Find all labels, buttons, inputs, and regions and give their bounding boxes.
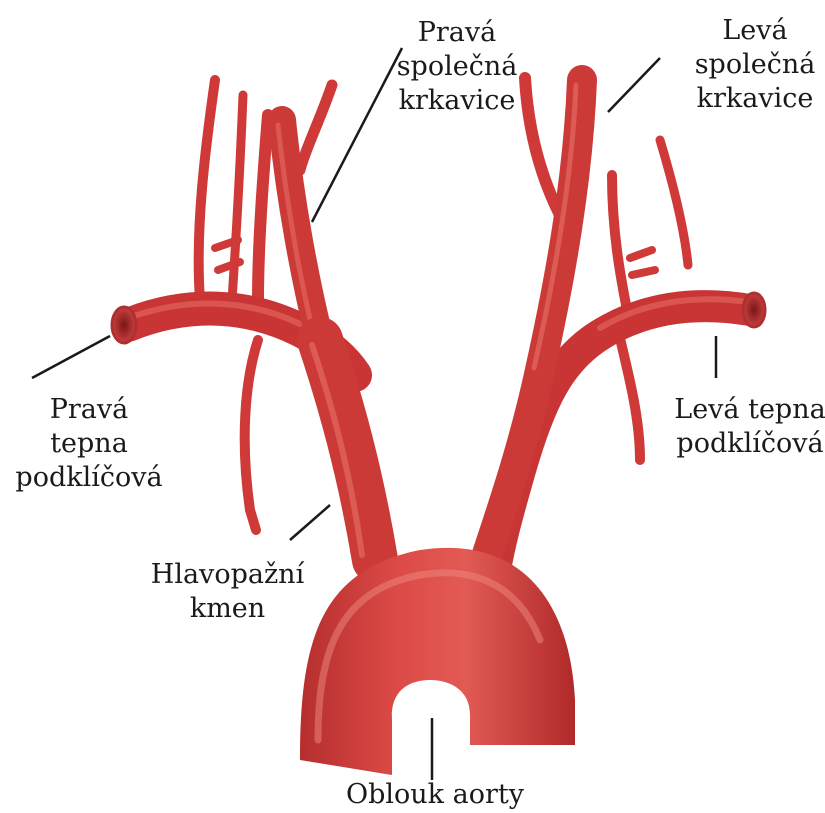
label-line: Pravá	[392, 16, 522, 50]
right-subclavian-lumen	[112, 307, 136, 343]
label-line: tepna	[4, 427, 174, 461]
left-subclavian-lumen	[743, 293, 765, 327]
leader-left-common-carotid	[608, 58, 660, 112]
label-line: Hlavopažní	[140, 558, 315, 592]
vessels	[112, 78, 765, 775]
label-line: kmen	[140, 592, 315, 626]
label-line: společná	[690, 48, 820, 82]
label-line: krkavice	[690, 82, 820, 116]
label-right-common-carotid: Pravá společná krkavice	[392, 16, 522, 118]
label-left-common-carotid: Levá společná krkavice	[690, 14, 820, 116]
label-line: krkavice	[392, 84, 522, 118]
label-line: Pravá	[4, 393, 174, 427]
label-line: podklíčová	[670, 427, 825, 461]
label-right-subclavian: Pravá tepna podklíčová	[4, 393, 174, 495]
label-aortic-arch: Oblouk aorty	[335, 778, 535, 812]
aortic-arch-vessel	[300, 548, 575, 775]
label-line: Levá	[690, 14, 820, 48]
label-left-subclavian: Levá tepna podklíčová	[670, 393, 825, 461]
leader-right-common-carotid	[312, 48, 402, 222]
label-line: Oblouk aorty	[335, 778, 535, 812]
leader-brachiocephalic-trunk	[290, 505, 330, 540]
leader-right-subclavian	[32, 336, 110, 378]
label-line: společná	[392, 50, 522, 84]
label-brachiocephalic-trunk: Hlavopažní kmen	[140, 558, 315, 626]
label-line: Levá tepna	[670, 393, 825, 427]
label-line: podklíčová	[4, 461, 174, 495]
